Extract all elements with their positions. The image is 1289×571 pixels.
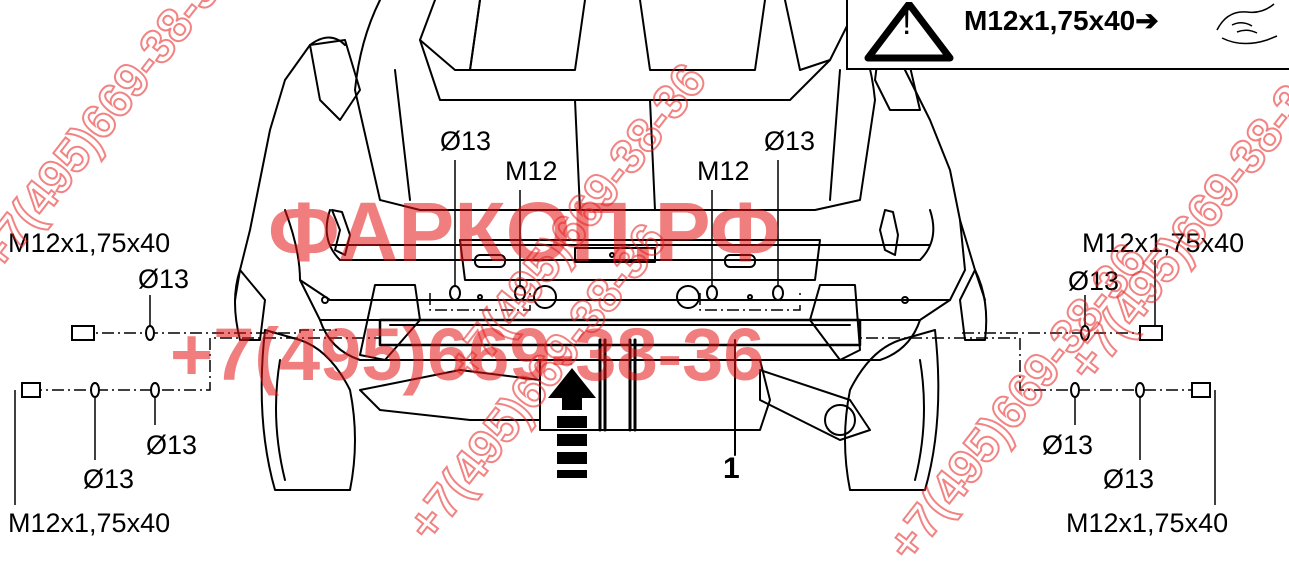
washer-icon [772,285,784,301]
washer-icon [150,382,160,398]
warning-text: M12x1,75x40➔ [964,5,1159,36]
washer-icon [449,285,461,301]
watermark-phone: +7(495)669-38-36 [170,313,765,396]
nut-icon [706,285,718,301]
nut-size-label: M12 [697,156,750,186]
washer-icon [90,382,100,398]
washer-icon [1135,382,1145,398]
washer-diameter-label: Ø13 [146,430,198,460]
nut-size-label: M12 [505,156,558,186]
bolt-size-label: M12x1,75x40 [8,508,171,538]
bolt-icon [71,325,95,341]
bolt-icon [21,382,41,398]
hole-diameter-label: Ø13 [764,126,816,156]
bolt-size-label: M12x1,75x40 [8,228,171,258]
nut-icon [514,285,526,301]
bolt-size-label: M12x1,75x40 [1066,508,1229,538]
warning-triangle-icon [864,2,954,62]
washer-diameter-label: Ø13 [83,464,135,494]
hole-diameter-label: Ø13 [440,126,492,156]
washer-icon [1080,325,1090,341]
washer-diameter-label: Ø13 [1042,430,1094,460]
washer-icon [145,325,155,341]
hand-tighten-icon [1216,3,1278,45]
bolt-icon [1139,325,1163,341]
washer-diameter-label: Ø13 [1103,464,1155,494]
insertion-arrow-icon [548,368,596,478]
washer-icon [1070,382,1080,398]
part-number-label: 1 [723,452,740,485]
warning-symbol: ! [902,4,912,42]
car-rear-drawing [14,0,1216,505]
washer-diameter-label: Ø13 [1068,266,1120,296]
washer-diameter-label: Ø13 [138,264,190,294]
watermark-site: ФАРКОП.РФ [268,185,782,279]
bolt-size-label: M12x1,75x40 [1082,228,1245,258]
bolt-icon [1191,382,1211,398]
